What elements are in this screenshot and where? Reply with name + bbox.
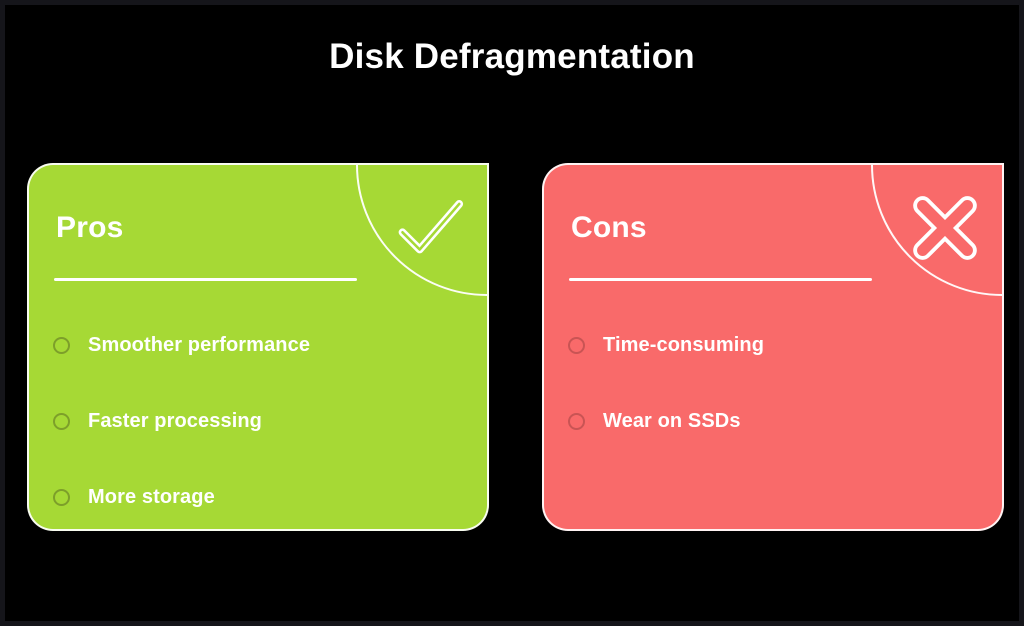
pros-card[interactable]: Pros Smoother performance Faster process… (27, 163, 489, 531)
slide-canvas: Disk Defragmentation Pros Smoother perfo… (5, 5, 1019, 621)
cons-card[interactable]: Cons Time-consuming Wear on SSDs (542, 163, 1004, 531)
list-item-label: Time-consuming (603, 333, 765, 356)
bullet-circle-icon (53, 412, 70, 430)
cross-icon (902, 185, 988, 271)
bullet-circle-icon (53, 336, 70, 354)
bullet-circle-icon (53, 488, 70, 506)
list-item-label: More storage (88, 485, 215, 508)
pros-divider (54, 278, 357, 281)
list-item-label: Faster processing (88, 409, 262, 432)
list-item: More storage (51, 459, 467, 529)
list-item-label: Smoother performance (88, 333, 311, 356)
pros-list: Smoother performance Faster processing M… (51, 307, 467, 529)
cons-heading: Cons (571, 211, 647, 244)
list-item-label: Wear on SSDs (603, 409, 741, 432)
list-item: Faster processing (51, 383, 467, 459)
list-item: Smoother performance (51, 307, 467, 383)
check-icon (387, 185, 473, 271)
page-title: Disk Defragmentation (329, 37, 695, 76)
list-item: Wear on SSDs (566, 383, 982, 459)
bullet-circle-icon (568, 412, 585, 430)
pros-heading: Pros (56, 211, 124, 244)
bullet-circle-icon (568, 336, 585, 354)
cons-list: Time-consuming Wear on SSDs (566, 307, 982, 459)
cons-divider (569, 278, 872, 281)
list-item: Time-consuming (566, 307, 982, 383)
